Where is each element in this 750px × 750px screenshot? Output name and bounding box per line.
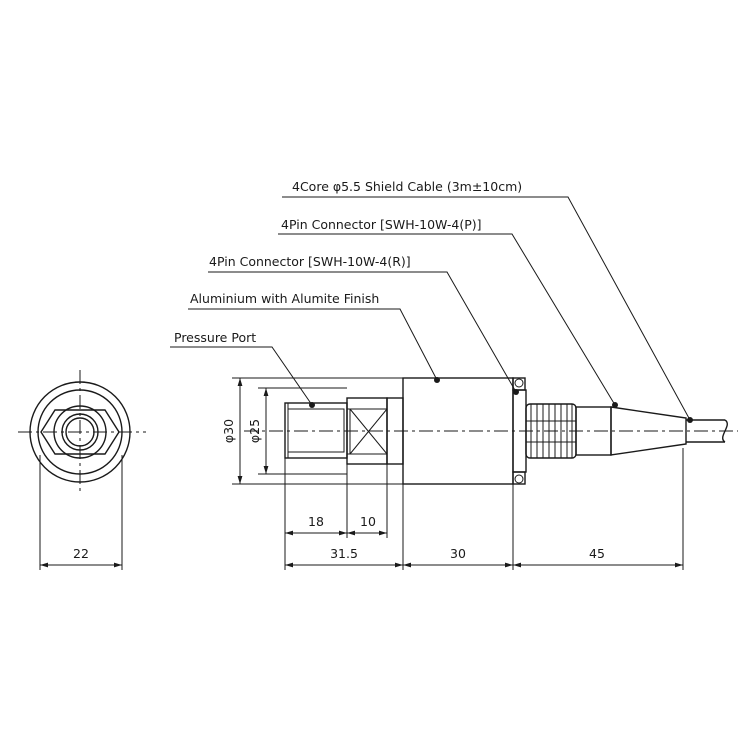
- dim-d30: φ30: [221, 419, 236, 443]
- dim-30: 30: [450, 546, 466, 561]
- dim-d25: φ25: [247, 419, 262, 443]
- side-dimensions: [232, 377, 684, 570]
- label-body-material: Aluminium with Alumite Finish: [190, 291, 379, 306]
- leader-dots: [309, 377, 693, 423]
- dim-18: 18: [308, 514, 324, 529]
- end-view: [18, 370, 146, 570]
- label-connector-r: 4Pin Connector [SWH-10W-4(R)]: [209, 254, 411, 269]
- label-connector-p: 4Pin Connector [SWH-10W-4(P)]: [281, 217, 482, 232]
- dim-10: 10: [360, 514, 376, 529]
- label-cable: 4Core φ5.5 Shield Cable (3m±10cm): [292, 179, 522, 194]
- dim-31-5: 31.5: [330, 546, 358, 561]
- side-view: [244, 377, 738, 485]
- label-pressure-port: Pressure Port: [174, 330, 256, 345]
- dim-45: 45: [589, 546, 605, 561]
- leader-lines: [170, 196, 691, 421]
- dim-22: 22: [73, 546, 89, 561]
